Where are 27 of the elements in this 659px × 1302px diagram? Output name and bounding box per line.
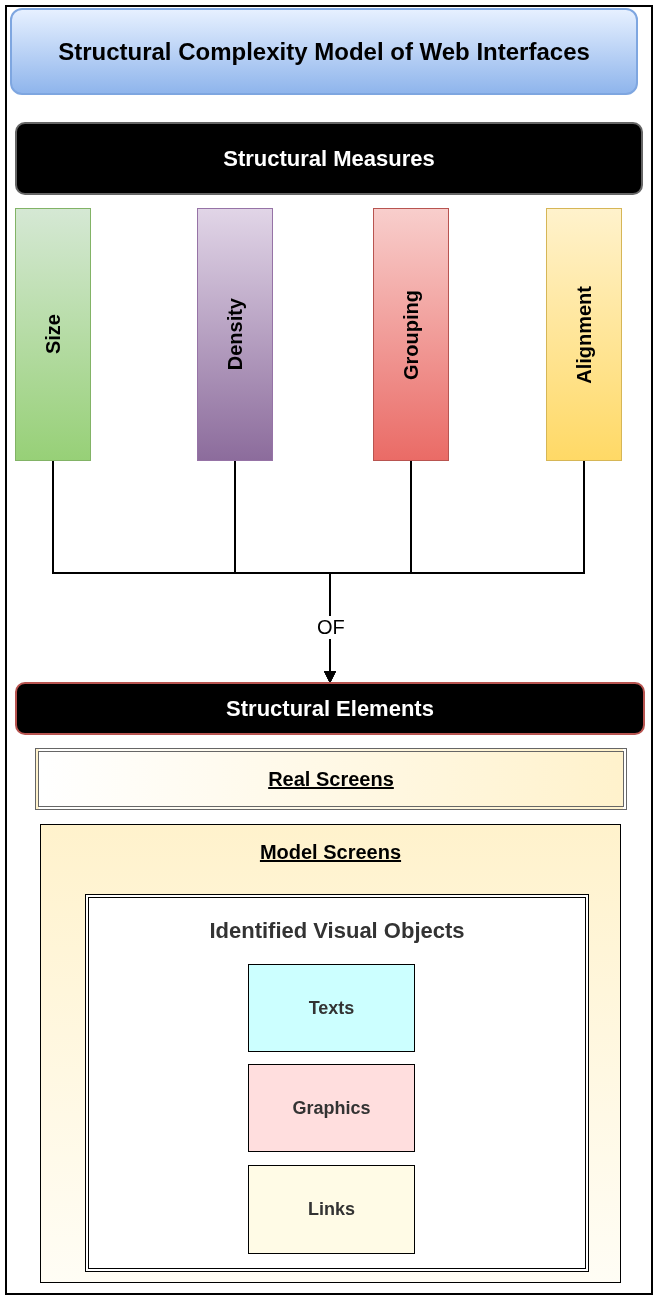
object-box xyxy=(248,1064,415,1152)
container-panel xyxy=(40,824,621,1283)
panel-title: Model Screens xyxy=(259,841,402,864)
measure-label: Grouping xyxy=(399,289,423,380)
object-box xyxy=(248,1165,415,1254)
measure-label: Density xyxy=(223,298,247,371)
measure-label: Size xyxy=(41,314,65,355)
header-text: Structural Measures xyxy=(223,145,435,172)
measure-bar xyxy=(15,208,91,461)
title-banner xyxy=(10,8,638,95)
container-panel xyxy=(85,894,589,1272)
header-bar xyxy=(15,682,645,735)
panel-title: Identified Visual Objects xyxy=(209,918,465,944)
screen-panel xyxy=(35,748,627,810)
box-label: Links xyxy=(308,1199,355,1220)
box-label: Graphics xyxy=(292,1097,371,1119)
measure-label: Alignment xyxy=(572,285,596,384)
object-box xyxy=(248,964,415,1052)
measure-bar xyxy=(373,208,449,461)
measure-bar xyxy=(546,208,622,461)
title-text: Structural Complexity Model of Web Interfaces xyxy=(58,37,590,66)
header-text: Structural Elements xyxy=(226,695,434,722)
connector-arrow xyxy=(324,460,585,684)
panel-title: Real Screens xyxy=(268,767,394,791)
box-label: Texts xyxy=(308,997,355,1019)
measure-bar xyxy=(197,208,273,461)
header-bar xyxy=(15,122,643,195)
